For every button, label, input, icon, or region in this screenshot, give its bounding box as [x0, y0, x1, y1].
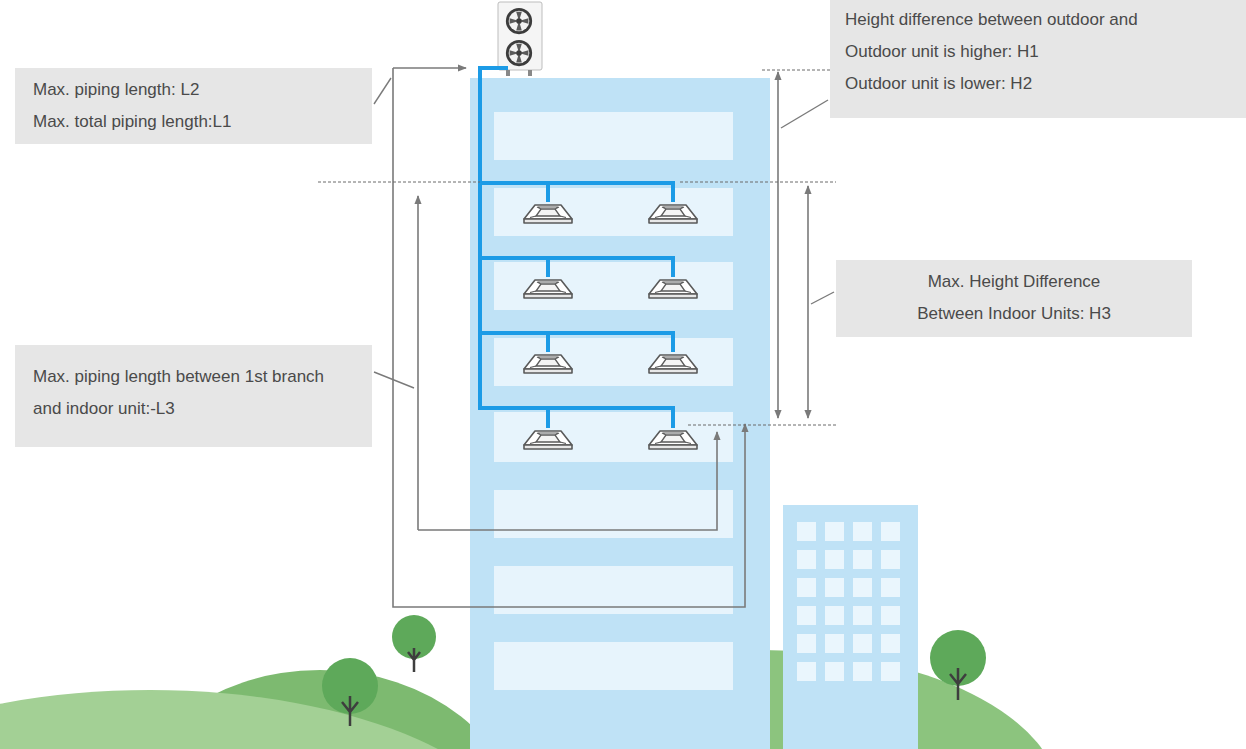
- window: [825, 634, 844, 653]
- callout-box: Max. Height Difference Between Indoor Un…: [836, 260, 1192, 337]
- small-building: [783, 505, 918, 749]
- window: [853, 606, 872, 625]
- outdoor-unit: [498, 2, 542, 76]
- window: [797, 606, 816, 625]
- trees: [322, 615, 986, 726]
- refrigerant-piping: [480, 68, 673, 426]
- window: [881, 578, 900, 597]
- window: [825, 550, 844, 569]
- dashed-level-lines: [318, 70, 836, 425]
- callout-box: Max. piping length between 1st branch an…: [15, 345, 372, 447]
- callout-text: Height difference between outdoor and: [845, 4, 1236, 36]
- window: [825, 522, 844, 541]
- callout-text: Outdoor unit is higher: H1: [845, 36, 1236, 68]
- window: [853, 522, 872, 541]
- window: [853, 578, 872, 597]
- window: [881, 522, 900, 541]
- window: [853, 634, 872, 653]
- callout-text: Max. total piping length:L1: [33, 106, 354, 138]
- window: [797, 578, 816, 597]
- window: [797, 662, 816, 681]
- window: [797, 634, 816, 653]
- leader-lines: [374, 78, 834, 388]
- window: [825, 662, 844, 681]
- window: [881, 550, 900, 569]
- main-building: [470, 78, 770, 749]
- window: [853, 662, 872, 681]
- callout-text: Max. piping length: L2: [33, 74, 354, 106]
- callout-text: Outdoor unit is lower: H2: [845, 68, 1236, 100]
- window: [881, 606, 900, 625]
- window: [881, 662, 900, 681]
- callout-text: Max. piping length between 1st branch an…: [33, 361, 327, 425]
- indoor-units: [524, 205, 697, 449]
- dimension-lines: [393, 68, 808, 607]
- window: [797, 522, 816, 541]
- window: [853, 550, 872, 569]
- window: [881, 634, 900, 653]
- window: [825, 606, 844, 625]
- window: [825, 578, 844, 597]
- callout-box: Max. piping length: L2Max. total piping …: [15, 68, 372, 144]
- callout-text: Max. Height Difference Between Indoor Un…: [896, 266, 1132, 330]
- callout-box: Height difference between outdoor andOut…: [830, 0, 1246, 118]
- window: [797, 550, 816, 569]
